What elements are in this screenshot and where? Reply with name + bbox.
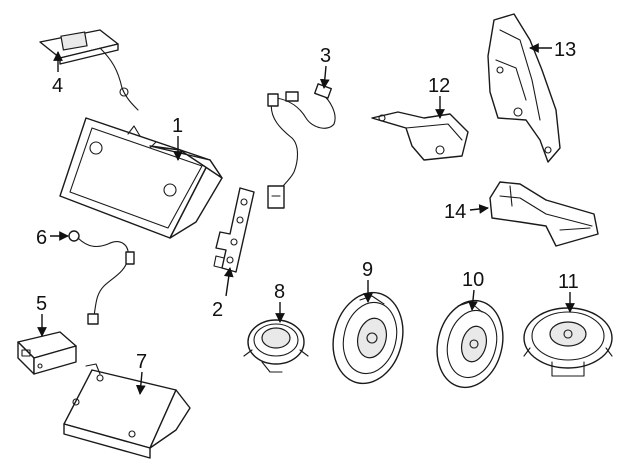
callout-7: 7	[136, 351, 147, 373]
callout-14: 14	[444, 201, 466, 223]
part-3-wiring-harness	[267, 83, 336, 209]
callout-2: 2	[212, 299, 223, 321]
callout-leaders	[37, 43, 575, 395]
part-14-angled-bracket	[489, 181, 599, 247]
part-10-speaker	[436, 299, 504, 389]
part-12-bracket-plate	[371, 111, 469, 161]
callout-6: 6	[36, 227, 47, 249]
callout-1: 1	[172, 115, 183, 137]
part-11-woofer	[523, 307, 613, 377]
part-7-control-module	[63, 363, 191, 459]
part-8-tweeter	[243, 319, 309, 373]
callout-13: 13	[554, 39, 576, 61]
callout-3: 3	[320, 45, 331, 67]
part-5-small-module	[17, 331, 77, 375]
callout-5: 5	[36, 293, 47, 315]
callout-12: 12	[428, 75, 450, 97]
part-13-tall-bracket	[487, 13, 561, 163]
callout-4: 4	[52, 75, 63, 97]
callout-9: 9	[362, 259, 373, 281]
part-4-antenna-module	[39, 29, 139, 111]
callout-10: 10	[462, 269, 484, 291]
part-1-display-unit	[59, 117, 223, 239]
part-6-cable	[68, 230, 135, 325]
callout-8: 8	[274, 281, 285, 303]
callout-labels: 1 2 3 4 5 6 7 8 9 10 11 12 13 14	[36, 39, 579, 373]
part-2-bracket	[213, 187, 255, 273]
callout-11: 11	[558, 271, 579, 293]
